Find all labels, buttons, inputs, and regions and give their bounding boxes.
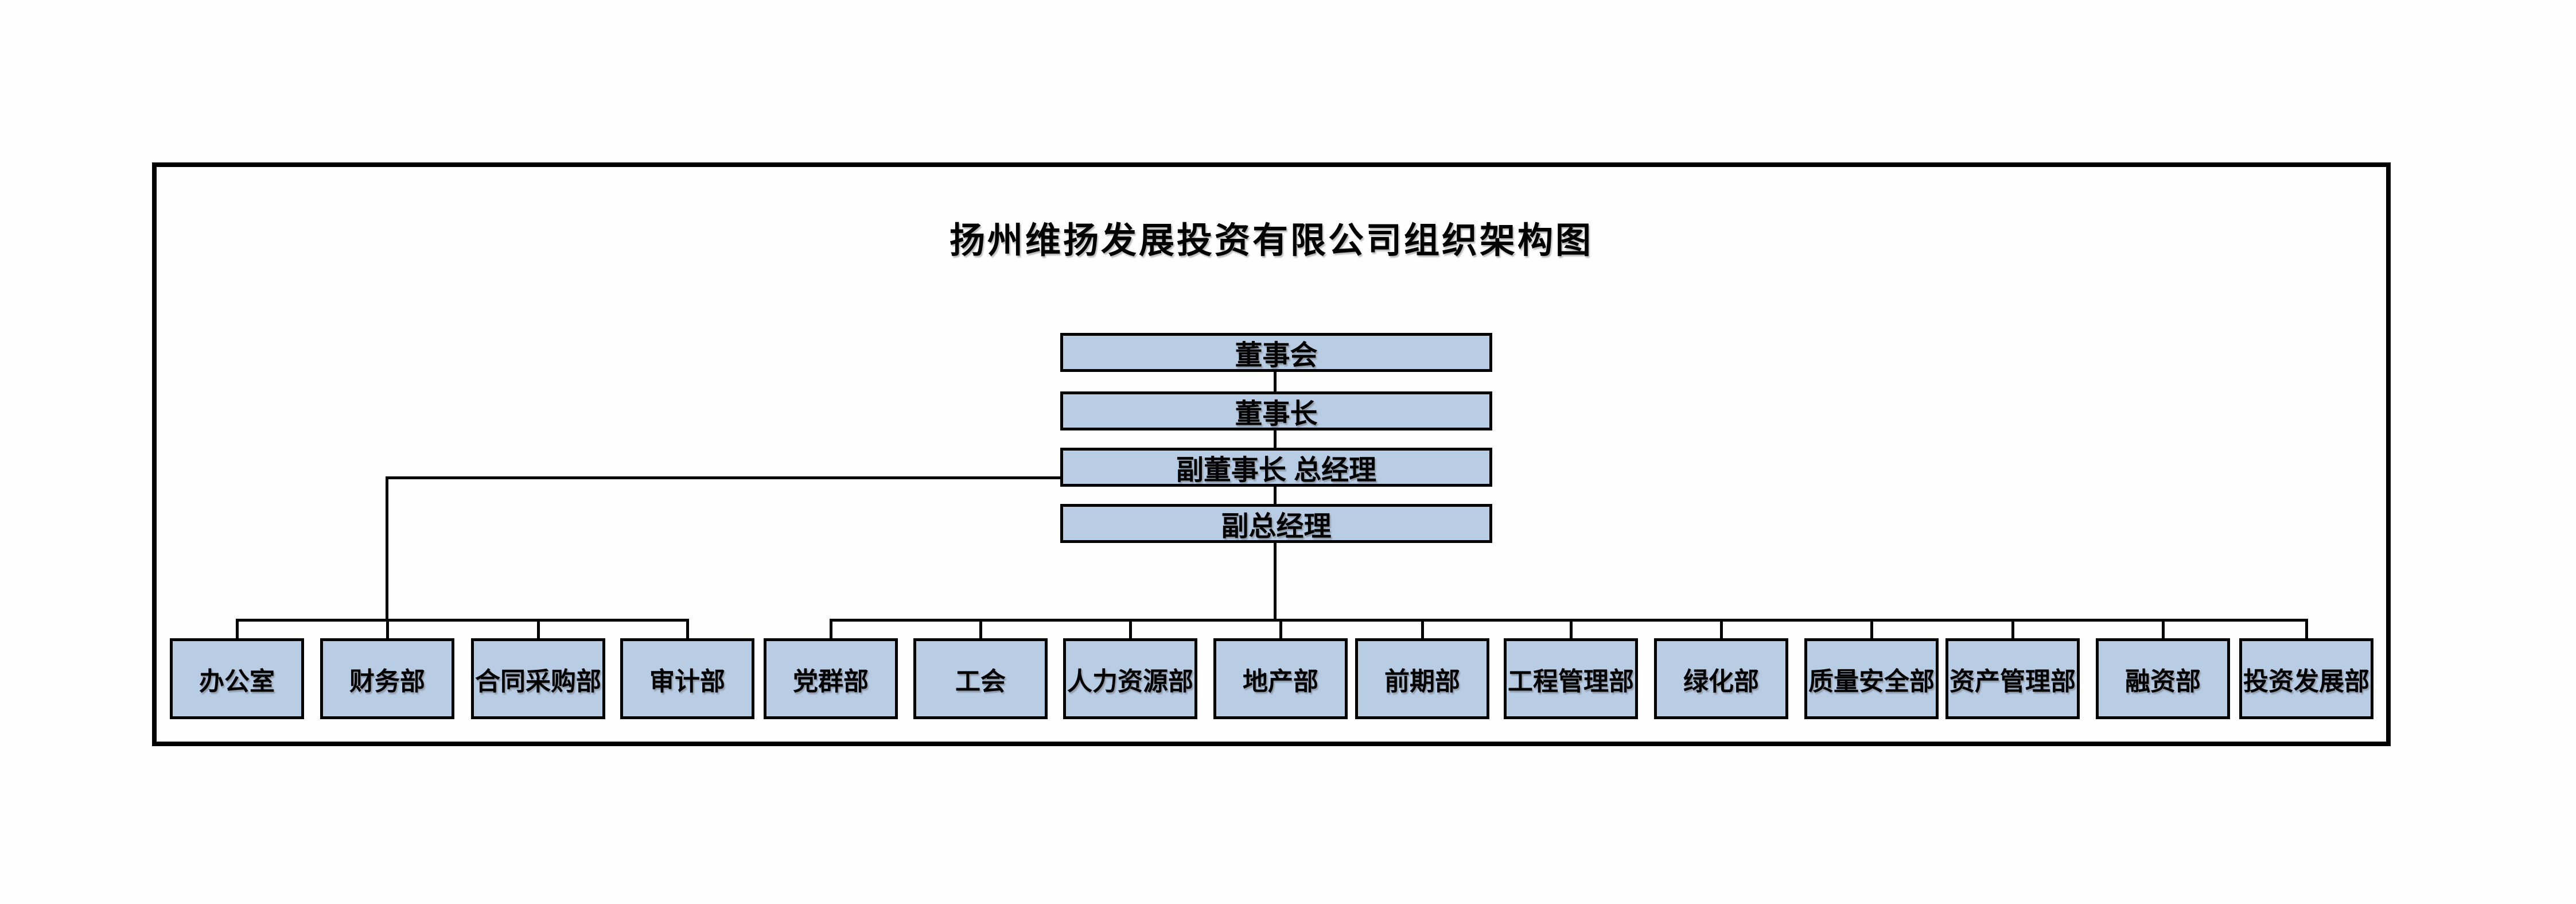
node-deputy-general-manager: 副总经理 bbox=[1060, 504, 1492, 543]
connector-vice-chairman-to-deputy-gm bbox=[1274, 487, 1277, 504]
connector-drop-contract-procurement bbox=[537, 620, 540, 639]
connector-drop-investment-development bbox=[2305, 620, 2308, 639]
connector-deputy-gm-to-operations-rail bbox=[1274, 543, 1277, 622]
connector-drop-office bbox=[236, 620, 239, 639]
dept-node-labor-union: 工会 bbox=[913, 638, 1048, 719]
node-vice-chairman-general-manager: 副董事长 总经理 bbox=[1060, 448, 1492, 487]
connector-drop-early-stage bbox=[1421, 620, 1424, 639]
chart-title: 扬州维扬发展投资有限公司组织架构图 bbox=[949, 222, 1593, 261]
connector-drop-engineering-management bbox=[1570, 620, 1573, 639]
connector-drop-party-affairs bbox=[830, 620, 832, 639]
node-board-of-directors: 董事会 bbox=[1060, 333, 1492, 372]
dept-node-investment-development: 投资发展部 bbox=[2239, 638, 2373, 719]
dept-node-greening: 绿化部 bbox=[1654, 638, 1788, 719]
dept-node-office: 办公室 bbox=[170, 638, 304, 719]
dept-node-financing: 融资部 bbox=[2096, 638, 2230, 719]
connector-drop-audit bbox=[686, 620, 689, 639]
dept-node-contract-procurement: 合同采购部 bbox=[471, 638, 605, 719]
dept-node-hr: 人力资源部 bbox=[1063, 638, 1197, 719]
connector-drop-financing bbox=[2162, 620, 2165, 639]
connector-drop-real-estate bbox=[1279, 620, 1282, 639]
dept-node-real-estate: 地产部 bbox=[1213, 638, 1348, 719]
connector-drop-greening bbox=[1720, 620, 1723, 639]
connector-drop-asset-management bbox=[2011, 620, 2014, 639]
dept-node-audit: 审计部 bbox=[620, 638, 754, 719]
dept-node-engineering-management: 工程管理部 bbox=[1504, 638, 1638, 719]
dept-node-quality-safety: 质量安全部 bbox=[1804, 638, 1939, 719]
dept-node-asset-management: 资产管理部 bbox=[1945, 638, 2080, 719]
dept-node-early-stage: 前期部 bbox=[1355, 638, 1489, 719]
dept-node-finance: 财务部 bbox=[320, 638, 454, 719]
connector-chairman-to-vice-chairman bbox=[1274, 430, 1277, 448]
node-chairman: 董事长 bbox=[1060, 391, 1492, 430]
connector-drop-finance bbox=[386, 620, 389, 639]
connector-board-to-chairman bbox=[1274, 372, 1277, 391]
connector-admin-feeder-horizontal bbox=[386, 476, 1060, 479]
connector-drop-quality-safety bbox=[1870, 620, 1873, 639]
connector-admin-feeder-vertical bbox=[386, 476, 388, 622]
dept-node-party-affairs: 党群部 bbox=[764, 638, 898, 719]
connector-drop-labor-union bbox=[979, 620, 982, 639]
connector-admin-rail bbox=[236, 619, 689, 622]
connector-operations-rail bbox=[830, 619, 2308, 622]
connector-drop-hr bbox=[1129, 620, 1132, 639]
chart-frame bbox=[152, 162, 2391, 746]
